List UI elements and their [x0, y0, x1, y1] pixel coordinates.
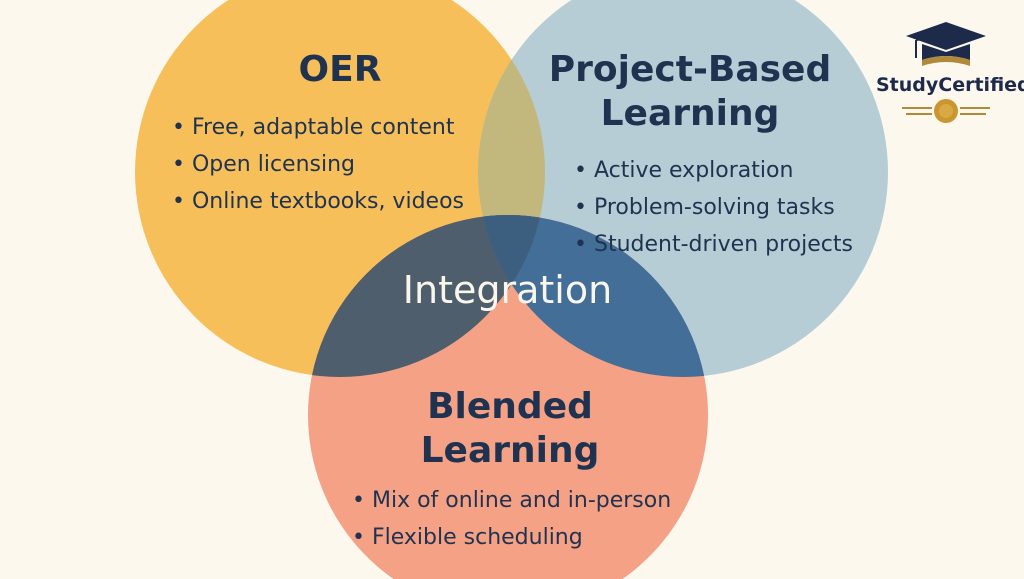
seal-icon: [902, 99, 990, 123]
oer-list: Free, adaptable content Open licensing O…: [172, 109, 464, 220]
list-item: Mix of online and in-person: [352, 482, 671, 519]
list-item: Free, adaptable content: [172, 109, 464, 146]
pbl-title-line2: Learning: [600, 93, 780, 134]
blended-title-line1: Blended: [427, 386, 593, 427]
logo-text: StudyCertified: [876, 74, 1024, 96]
pbl-title-line1: Project-Based: [548, 49, 832, 90]
logo: StudyCertified: [876, 18, 1024, 128]
graduation-cap-icon: [906, 22, 986, 66]
blended-list: Mix of online and in-person Flexible sch…: [352, 482, 671, 556]
oer-title: OER: [298, 49, 382, 90]
list-item: Problem-solving tasks: [574, 189, 853, 226]
list-item: Flexible scheduling: [352, 519, 671, 556]
pbl-list: Active exploration Problem-solving tasks…: [574, 152, 853, 263]
list-item: Student-driven projects: [574, 226, 853, 263]
list-item: Online textbooks, videos: [172, 183, 464, 220]
integration-label: Integration: [402, 268, 613, 312]
list-item: Open licensing: [172, 146, 464, 183]
list-item: Active exploration: [574, 152, 853, 189]
pbl-title: Project-Based Learning: [540, 48, 840, 136]
blended-title: Blended Learning: [380, 385, 640, 473]
blended-title-line2: Learning: [420, 430, 600, 471]
